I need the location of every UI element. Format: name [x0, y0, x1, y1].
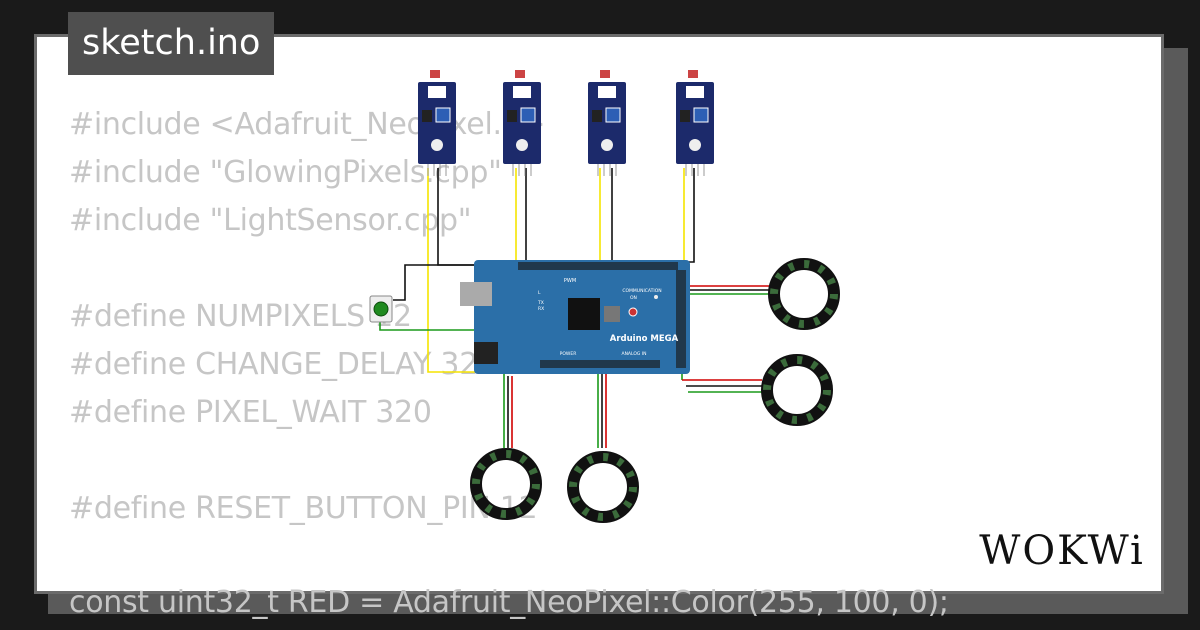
icsp-header	[604, 306, 620, 322]
led-tx-label: TX	[537, 300, 544, 306]
wire-black	[393, 264, 480, 301]
wire-black	[680, 168, 695, 263]
code-line: #include <Adafruit_NeoPixel.h>	[69, 107, 546, 142]
photoresistor-icon	[430, 70, 440, 78]
green-pushbutton-icon	[373, 301, 389, 317]
photoresistor-icon	[515, 70, 525, 78]
light-sensor-2[interactable]	[503, 70, 541, 176]
communication-label: COMMUNICATION	[622, 288, 661, 294]
power-jack-icon	[474, 342, 498, 364]
neopixel-ring-1[interactable]	[768, 258, 840, 330]
neopixel-ring-icon	[472, 450, 540, 518]
on-led-icon	[654, 295, 658, 299]
arduino-mega-board[interactable]: Arduino MEGA PWM COMMUNICATION POWER ANA…	[460, 260, 690, 374]
project-title: sketch.ino	[68, 12, 275, 75]
reset-pushbutton[interactable]	[369, 295, 393, 323]
analog-in-label: ANALOG IN	[621, 351, 646, 357]
pwm-label: PWM	[564, 278, 576, 284]
code-line: #include "GlowingPixels.cpp"	[69, 155, 502, 190]
digital-header	[518, 262, 678, 270]
chip-icon	[568, 298, 600, 330]
light-sensor-3[interactable]	[588, 70, 626, 176]
neopixel-ring-3[interactable]	[470, 448, 542, 520]
power-label: POWER	[560, 351, 577, 357]
led-rx-label: RX	[538, 306, 544, 312]
analog-header	[540, 360, 660, 368]
wokwi-logo-text: WOKWi	[979, 528, 1145, 574]
on-label: ON	[630, 295, 637, 301]
code-line: #define CHANGE_DELAY 32	[69, 347, 478, 382]
neopixel-ring-icon	[770, 260, 838, 328]
code-line: const uint32_t RED = Adafruit_NeoPixel::…	[69, 585, 949, 620]
neopixel-ring-icon	[763, 356, 831, 424]
wokwi-logo: WOKWi	[979, 528, 1145, 574]
photoresistor-icon	[600, 70, 610, 78]
code-line: #define RESET_BUTTON_PIN 12	[69, 491, 538, 526]
board-name: Arduino MEGA	[610, 334, 679, 344]
neopixel-ring-4[interactable]	[567, 451, 639, 523]
usb-port-icon	[460, 282, 492, 306]
neopixel-ring-2[interactable]	[761, 354, 833, 426]
light-sensor-1[interactable]	[418, 70, 456, 176]
light-sensor-4[interactable]	[676, 70, 714, 176]
photoresistor-icon	[688, 70, 698, 78]
code-line: #define PIXEL_WAIT 320	[69, 395, 432, 430]
led-l-label: L	[538, 290, 541, 296]
code-line: #define NUMPIXELS 12	[69, 299, 412, 334]
neopixel-ring-icon	[569, 453, 637, 521]
wire-black	[437, 168, 520, 266]
side-header	[676, 270, 686, 368]
reset-icon	[628, 307, 638, 317]
